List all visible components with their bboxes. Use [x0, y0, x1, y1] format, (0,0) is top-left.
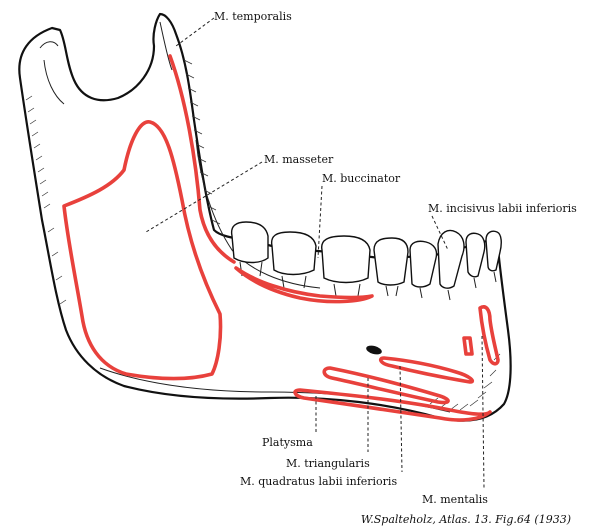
tooth-premolar-1 [409, 240, 438, 288]
mental-foramen [366, 345, 382, 355]
lower-border-line [99, 367, 451, 413]
label-triangularis: M. triangularis [286, 457, 370, 470]
tooth-molar-1 [321, 235, 371, 284]
temporalis-attachment [168, 54, 236, 264]
label-quadratus: M. quadratus labii inferioris [240, 475, 397, 488]
ramus-hatching [25, 95, 67, 305]
coronoid-hatching [183, 59, 221, 225]
label-platysma: Platysma [262, 436, 313, 449]
label-mentalis: M. mentalis [422, 493, 488, 506]
mandible-outline [18, 12, 512, 422]
label-temporalis: M. temporalis [214, 10, 292, 23]
leader-buccinator [317, 185, 323, 259]
quadratus-attachment [378, 356, 475, 384]
leader-lines [145, 17, 485, 489]
triangularis-attachment [322, 366, 450, 405]
tooth-roots [239, 261, 497, 301]
platysma-attachment [293, 388, 492, 422]
leader-masseter [145, 161, 263, 233]
leader-temporalis [175, 17, 215, 47]
incisivus-attachment [462, 336, 474, 356]
tooth-premolar-2 [373, 237, 409, 286]
tooth-incisor-central [485, 230, 502, 272]
label-incisivus: M. incisivus labii inferioris [428, 202, 577, 215]
masseter-attachment [62, 120, 223, 381]
label-masseter: M. masseter [264, 153, 334, 166]
buccinator-attachment [234, 266, 374, 304]
condyle-detail [39, 41, 65, 105]
tooth-molar-2 [270, 231, 317, 276]
figure-caption: W.Spalteholz, Atlas. 13. Fig.64 (1933) [361, 513, 571, 526]
tooth-canine [437, 229, 465, 289]
label-buccinator: M. buccinator [322, 172, 401, 185]
leader-incisivus [431, 215, 449, 251]
oblique-line [195, 139, 321, 289]
coronoid-detail [159, 21, 173, 71]
teeth-row [230, 221, 502, 289]
leader-quadratus [399, 365, 403, 473]
muscle-attachments [62, 54, 500, 422]
mentalis-attachment [478, 304, 500, 366]
tooth-molar-3 [230, 221, 269, 264]
leader-mentalis [481, 335, 485, 489]
mandible-bone [18, 12, 512, 422]
tooth-incisor-lateral [465, 232, 486, 278]
